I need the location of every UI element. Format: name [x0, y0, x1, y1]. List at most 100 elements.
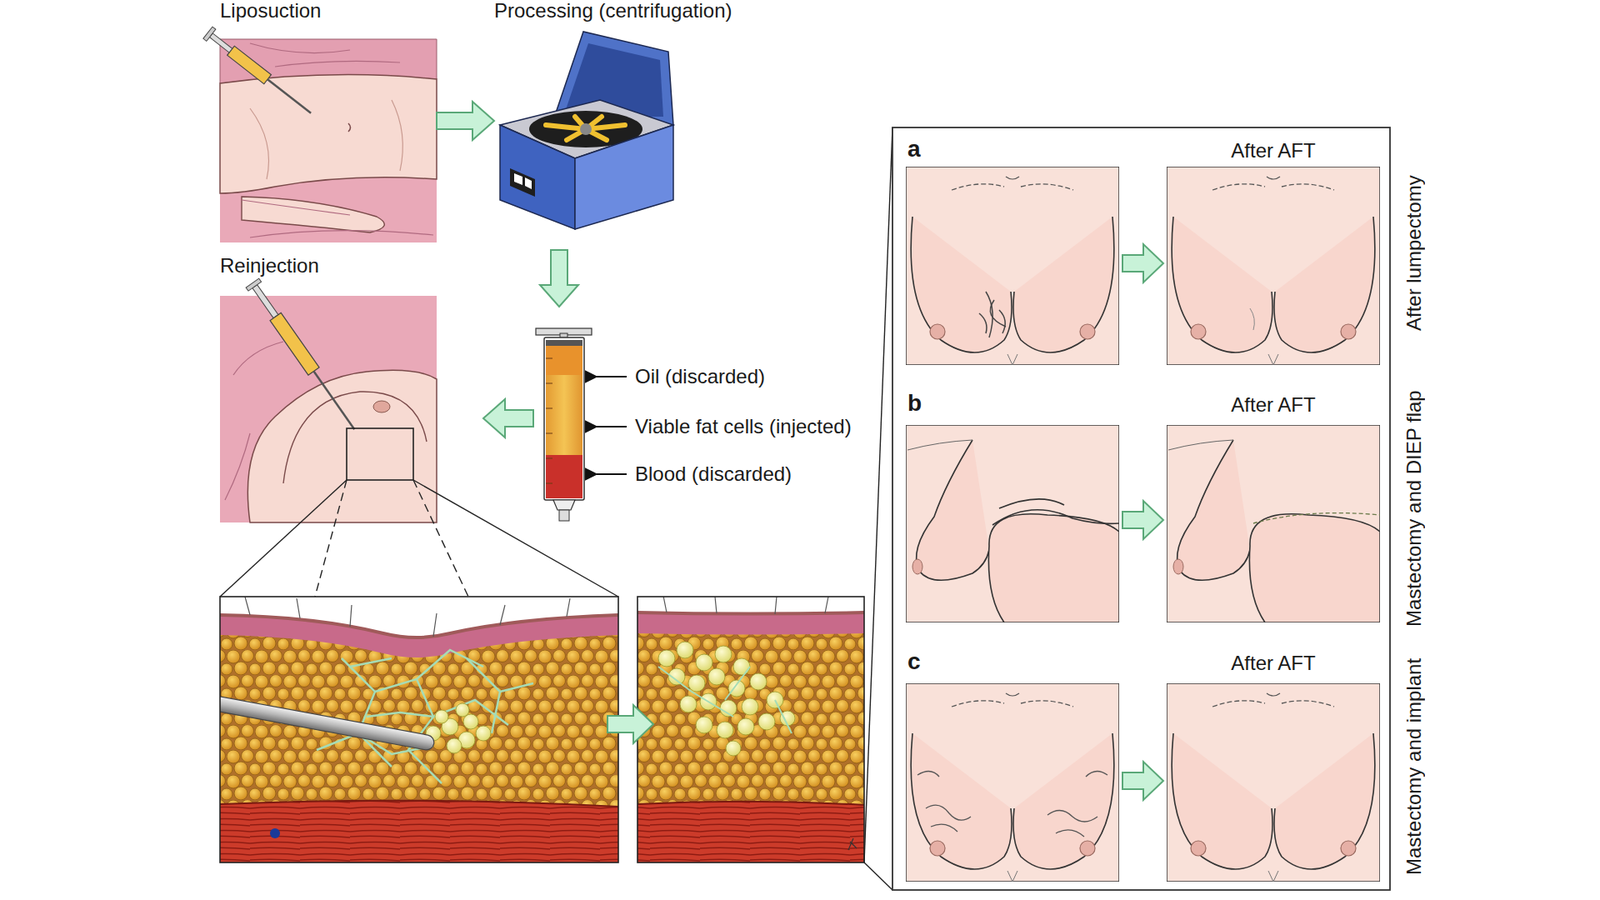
art-shape [917, 770, 1108, 837]
reinjection-scene [220, 278, 619, 597]
art-shape [1166, 425, 1380, 623]
liposuction-scene [203, 26, 437, 243]
art-shape [220, 800, 619, 807]
art-shape [741, 698, 759, 715]
art-shape [596, 473, 627, 475]
art-shape [316, 650, 534, 784]
art-shape [203, 26, 316, 120]
art-shape [514, 173, 523, 185]
result-arrow [1122, 244, 1164, 283]
result-arrow [1122, 761, 1164, 800]
art-shape [545, 116, 625, 140]
art-shape [220, 480, 347, 597]
art-shape [637, 596, 865, 615]
art-shape [220, 295, 437, 523]
art-shape [545, 345, 583, 375]
art-shape [999, 499, 1065, 509]
art-shape [1250, 308, 1255, 330]
centrifuge [500, 31, 674, 230]
art-shape [227, 45, 272, 85]
art-shape [1166, 683, 1380, 882]
art-shape [245, 278, 261, 291]
art-shape [525, 177, 532, 190]
art-shape [637, 612, 865, 635]
art-shape [270, 312, 320, 375]
art-shape [435, 710, 449, 724]
art-shape [366, 700, 509, 725]
art-shape [346, 428, 414, 480]
art-shape [1047, 810, 1098, 822]
art-shape [999, 310, 1005, 334]
layer-label: Viable fat cells (injected) [635, 415, 852, 438]
art-shape [315, 480, 347, 597]
art-shape [545, 455, 583, 499]
leader-line [864, 127, 893, 863]
art-shape [252, 285, 279, 319]
art-shape [979, 313, 987, 334]
implant-images [905, 683, 1380, 882]
art-shape [408, 679, 442, 784]
art-shape [715, 645, 732, 663]
art-shape [220, 596, 619, 863]
art-shape [637, 596, 865, 863]
art-shape [375, 650, 484, 692]
step-panel: Processing (centrifugation) [494, 0, 770, 250]
art-shape [758, 713, 775, 730]
art-shape [708, 668, 725, 685]
art-shape [596, 425, 627, 428]
art-shape [1253, 513, 1380, 524]
art-shape [637, 801, 865, 805]
flow-arrow [436, 101, 495, 140]
panel-heading: After AFT [1166, 140, 1380, 162]
art-shape [413, 480, 469, 597]
art-shape [220, 615, 619, 638]
art-shape [917, 770, 940, 777]
art-shape [680, 695, 697, 713]
art-shape [1055, 830, 1085, 837]
art-shape [695, 654, 713, 671]
art-shape [225, 341, 284, 500]
art-shape [905, 166, 1120, 365]
step-title: Reinjection [220, 255, 320, 277]
art-shape [905, 425, 1120, 623]
art-shape [203, 26, 216, 41]
flow-arrow [483, 399, 534, 438]
art-shape [373, 400, 390, 413]
art-shape [283, 391, 427, 484]
art-shape [737, 718, 755, 735]
art-shape [725, 740, 741, 756]
art-shape [425, 703, 491, 754]
art-shape [728, 680, 745, 697]
art-shape [245, 596, 570, 637]
art-shape [676, 641, 694, 659]
tissue-after [637, 595, 865, 863]
art-shape [637, 612, 865, 615]
art-shape [553, 500, 575, 510]
art-shape [905, 683, 1120, 882]
art-shape [1250, 308, 1255, 330]
diep-flap-images [905, 425, 1380, 623]
art-shape [559, 510, 570, 521]
panel-frame [892, 127, 1390, 890]
panel-side-label: Mastectomy and implant [1402, 645, 1456, 888]
art-shape [241, 196, 385, 233]
art-shape [658, 641, 795, 756]
art-shape [1085, 770, 1108, 777]
art-shape [663, 596, 829, 615]
art-shape [992, 510, 1120, 525]
art-shape [209, 33, 234, 54]
art-shape [510, 168, 535, 197]
art-shape [848, 838, 857, 850]
art-shape [250, 43, 400, 67]
result-arrow [1122, 500, 1164, 540]
art-shape [750, 673, 767, 690]
art-shape [500, 125, 575, 230]
art-shape [1253, 513, 1380, 524]
art-shape [544, 337, 585, 500]
art-shape [979, 291, 1006, 338]
panel-side-label: Mastectomy and DIEP flap [1402, 387, 1456, 630]
art-shape [267, 79, 311, 114]
layer-label: Blood (discarded) [635, 463, 792, 485]
art-shape [637, 596, 865, 863]
